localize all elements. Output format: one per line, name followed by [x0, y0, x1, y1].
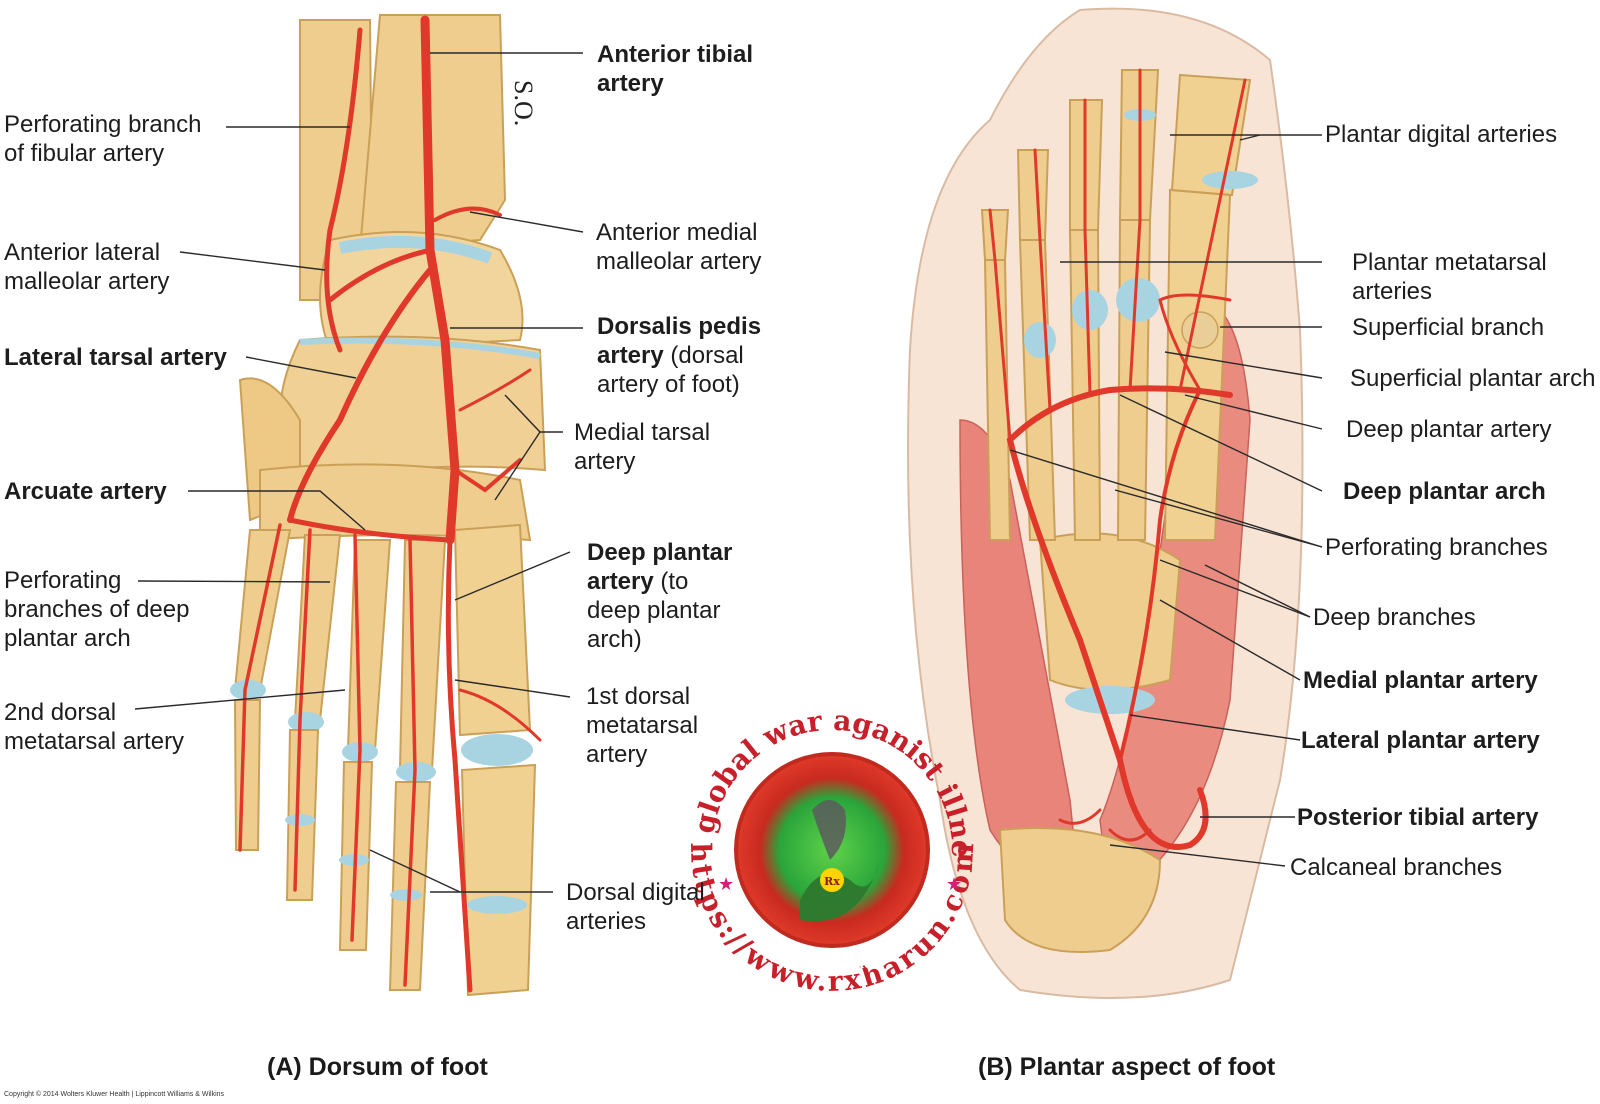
label-medial-tarsal-artery: Medial tarsal artery — [574, 419, 711, 475]
plantar-foot-drawing — [907, 7, 1304, 999]
watermark-center-text: Rx Foundation — [783, 957, 881, 971]
caption-panel-a: (A) Dorsum of foot — [267, 1053, 488, 1081]
label-arcuate-artery: Arcuate artery — [4, 478, 167, 505]
label-second-dorsal-metatarsal: 2nd dorsal metatarsal artery — [4, 699, 185, 755]
star-icon: ★ — [718, 874, 734, 894]
caption-panel-b: (B) Plantar aspect of foot — [978, 1053, 1276, 1081]
label-lateral-plantar-artery: Lateral plantar artery — [1301, 727, 1540, 754]
label-deep-plantar-artery-dorsum: Deep plantar artery (to deep plantar arc… — [587, 539, 733, 653]
label-medial-plantar-artery: Medial plantar artery — [1303, 667, 1538, 694]
label-calcaneal-branches: Calcaneal branches — [1290, 854, 1503, 881]
label-lateral-tarsal-artery: Lateral tarsal artery — [4, 344, 227, 371]
label-dorsal-digital-arteries: Dorsal digital arteries — [566, 879, 705, 935]
rx-logo-text: Rx — [824, 875, 840, 888]
label-superficial-plantar-arch: Superficial plantar arch — [1350, 365, 1596, 392]
label-anterior-medial-malleolar: Anterior medial malleolar artery — [596, 219, 762, 275]
label-perforating-branches: Perforating branches — [1325, 534, 1548, 561]
dorsum-foot-drawing: S.O. — [230, 14, 547, 997]
label-deep-plantar-arch: Deep plantar arch — [1343, 478, 1546, 505]
label-plantar-metatarsal-arteries: Plantar metatarsal arteries — [1352, 249, 1547, 305]
label-perforating-branches-deep-arch: Perforating branches of deep plantar arc… — [4, 567, 190, 652]
rx-logo-icon — [820, 868, 844, 892]
label-perforating-branch-fibular: Perforating branch of fibular artery — [4, 111, 202, 167]
label-posterior-tibial-artery: Posterior tibial artery — [1297, 804, 1539, 831]
label-plantar-digital-arteries: Plantar digital arteries — [1325, 121, 1558, 148]
star-icon: ★ — [946, 874, 962, 894]
label-anterior-lateral-malleolar: Anterior lateral malleolar artery — [4, 239, 170, 295]
label-first-dorsal-metatarsal: 1st dorsal metatarsal artery — [586, 683, 699, 768]
label-deep-branches: Deep branches — [1313, 604, 1476, 631]
copyright-text: Copyright © 2014 Wolters Kluwer Health |… — [4, 1091, 225, 1098]
leader-lines — [134, 52, 1323, 893]
initials-text: S.O. — [509, 80, 538, 126]
label-anterior-tibial-artery: Anterior tibial artery — [597, 41, 754, 97]
label-dorsalis-pedis-artery: Dorsalis pedis artery (dorsal artery of … — [597, 313, 762, 398]
label-superficial-branch: Superficial branch — [1352, 314, 1545, 341]
label-deep-plantar-artery: Deep plantar artery — [1346, 416, 1552, 443]
